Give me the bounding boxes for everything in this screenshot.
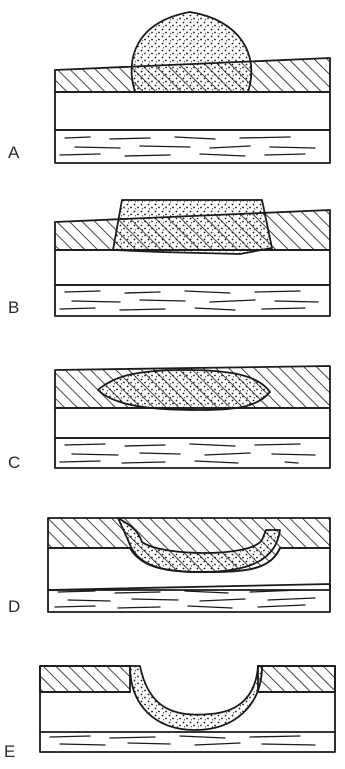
panel-e-label: E bbox=[4, 742, 15, 761]
panel-e-wavy-lines bbox=[50, 736, 315, 745]
panel-b-middle-layer bbox=[55, 250, 330, 285]
panel-d-bottom-layer bbox=[48, 584, 330, 612]
panel-b-bottom-layer bbox=[55, 285, 330, 316]
panel-e: E bbox=[4, 666, 335, 761]
panel-a: A bbox=[8, 12, 330, 163]
panel-c: C bbox=[8, 366, 330, 472]
panel-b: B bbox=[8, 200, 330, 317]
panel-e-stippled-crater bbox=[130, 666, 262, 730]
panel-c-wavy-lines bbox=[60, 444, 315, 463]
panel-a-wavy-lines bbox=[60, 137, 315, 156]
panel-a-middle-layer bbox=[55, 92, 330, 130]
panel-e-hatched-layer bbox=[40, 666, 335, 692]
panel-c-bottom-layer bbox=[55, 438, 330, 468]
panel-b-label: B bbox=[8, 298, 19, 317]
panel-a-stippled-mass bbox=[132, 12, 252, 92]
panel-b-stippled-mass bbox=[113, 200, 272, 254]
panel-c-middle-layer bbox=[55, 408, 330, 438]
panel-a-label: A bbox=[8, 143, 20, 162]
panel-c-stippled-mass bbox=[98, 370, 270, 410]
panel-b-wavy-lines bbox=[60, 291, 318, 310]
panel-a-bottom-layer bbox=[55, 130, 330, 163]
panel-c-label: C bbox=[8, 453, 20, 472]
panel-d-wavy-lines bbox=[55, 590, 315, 608]
panel-d-label: D bbox=[8, 597, 20, 616]
panel-d: D bbox=[8, 518, 330, 616]
